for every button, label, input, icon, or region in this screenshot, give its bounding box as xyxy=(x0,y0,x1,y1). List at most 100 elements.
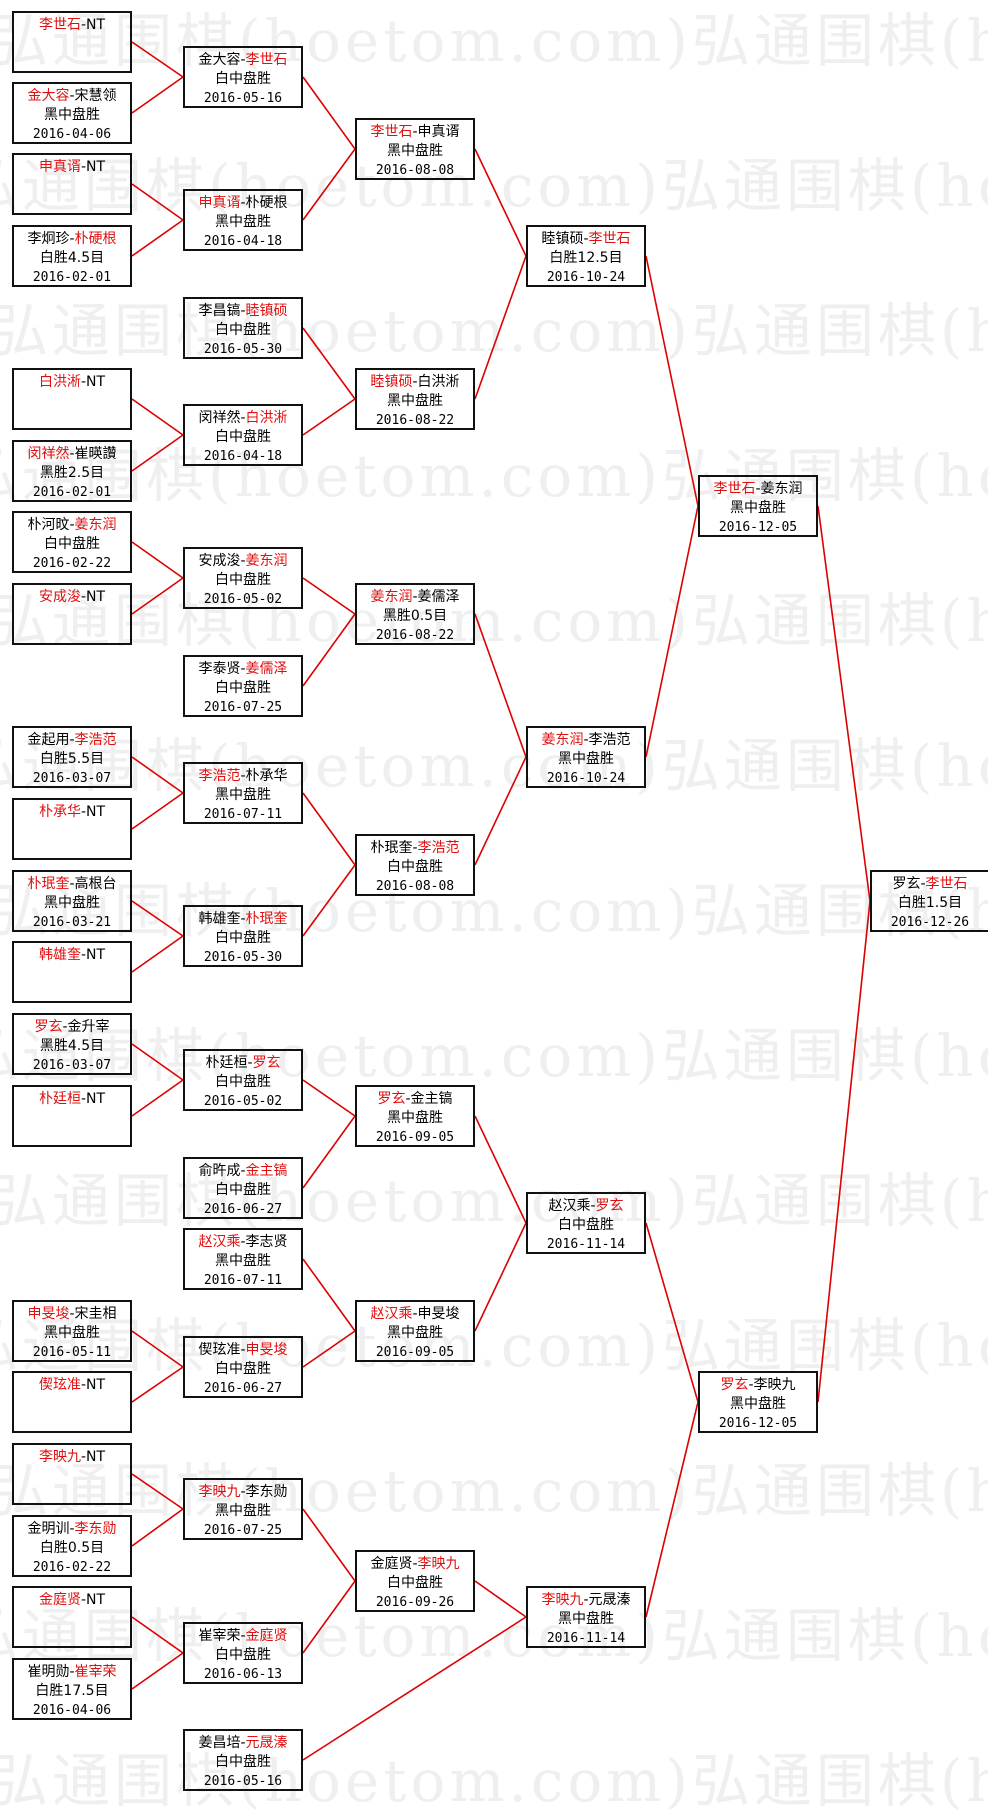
match-box-r1-5[interactable]: 白洪淅-NT xyxy=(12,368,132,430)
player-b: 李映九 xyxy=(417,1556,460,1572)
match-box-r1-1[interactable]: 李世石-NT xyxy=(12,11,132,73)
match-box-r1-17[interactable]: 李映九-NT xyxy=(12,1443,132,1505)
player-a: 韩雄奎 xyxy=(198,911,241,927)
player-separator: - xyxy=(920,876,926,892)
match-date: 2016-08-08 xyxy=(375,879,455,894)
bracket-link-r1-17-r2-13 xyxy=(131,1473,184,1510)
bracket-link-r1-16-r2-12 xyxy=(131,1366,184,1403)
match-date: 2016-04-18 xyxy=(203,234,283,249)
match-result: 黑中盘胜 xyxy=(558,751,614,767)
bracket-link-r2-8-r3-4 xyxy=(302,864,356,937)
match-result: 白中盘胜 xyxy=(558,1217,614,1233)
player-a: 李世石 xyxy=(370,124,413,140)
player-b: 宋慧领 xyxy=(74,88,117,104)
match-box-r1-10[interactable]: 朴承华-NT xyxy=(12,798,132,860)
match-box-r1-12[interactable]: 韩雄奎-NT xyxy=(12,941,132,1003)
player-b: 李东勋 xyxy=(245,1484,288,1500)
match-players: 朴廷桓-NT xyxy=(14,1090,130,1109)
player-a: 崔明勋 xyxy=(27,1664,70,1680)
match-date: 2016-09-05 xyxy=(375,1130,455,1145)
player-separator: - xyxy=(247,1055,253,1071)
match-date: 2016-12-26 xyxy=(890,915,970,930)
player-b: 朴承华 xyxy=(245,768,288,784)
player-separator: - xyxy=(69,517,75,533)
player-separator: - xyxy=(412,374,418,390)
player-a: 赵汉乘 xyxy=(548,1198,591,1214)
player-separator: - xyxy=(240,1163,246,1179)
match-players: 李世石-NT xyxy=(14,16,130,35)
bracket-link-r1-18-r2-13 xyxy=(131,1508,184,1547)
match-box-r1-8[interactable]: 安成浚-NT xyxy=(12,583,132,645)
match-players: 金庭贤-李映九 xyxy=(357,1555,473,1574)
match-box-r1-16[interactable]: 偰玹准-NT xyxy=(12,1371,132,1433)
match-box-r1-19[interactable]: 金庭贤-NT xyxy=(12,1586,132,1648)
player-b: 崔暎讚 xyxy=(74,446,117,462)
match-result: 白中盘胜 xyxy=(387,1575,443,1591)
player-a: 安成浚 xyxy=(38,589,81,605)
match-date: 2016-12-05 xyxy=(718,520,798,535)
match-box-r1-3[interactable]: 申真谞-NT xyxy=(12,153,132,215)
match-result: 白中盘胜 xyxy=(215,1361,271,1377)
player-separator: - xyxy=(240,195,246,211)
player-b: NT xyxy=(86,159,106,175)
bracket-link-r4-3-r5-2 xyxy=(645,1222,699,1403)
player-b: 元晟溱 xyxy=(245,1735,288,1751)
player-a: 朴河旼 xyxy=(27,517,70,533)
player-b: NT xyxy=(86,1091,106,1107)
match-players: 罗玄-金升宰 xyxy=(14,1018,130,1037)
player-separator: - xyxy=(69,446,75,462)
match-date: 2016-08-22 xyxy=(375,628,455,643)
player-separator: - xyxy=(80,1091,87,1107)
player-separator: - xyxy=(69,1521,75,1537)
match-players: 白洪淅-NT xyxy=(14,373,130,392)
player-b: NT xyxy=(86,804,106,820)
player-a: 金明训 xyxy=(27,1521,70,1537)
player-b: 李浩范 xyxy=(417,840,460,856)
match-box-r1-14[interactable]: 朴廷桓-NT xyxy=(12,1085,132,1147)
match-players: 赵汉乘-李志贤 xyxy=(185,1233,301,1252)
player-b: 白洪淅 xyxy=(417,374,460,390)
player-separator: - xyxy=(80,17,87,33)
player-b: 朴硬根 xyxy=(74,231,117,247)
bracket-link-r1-4-r2-2 xyxy=(131,219,184,257)
